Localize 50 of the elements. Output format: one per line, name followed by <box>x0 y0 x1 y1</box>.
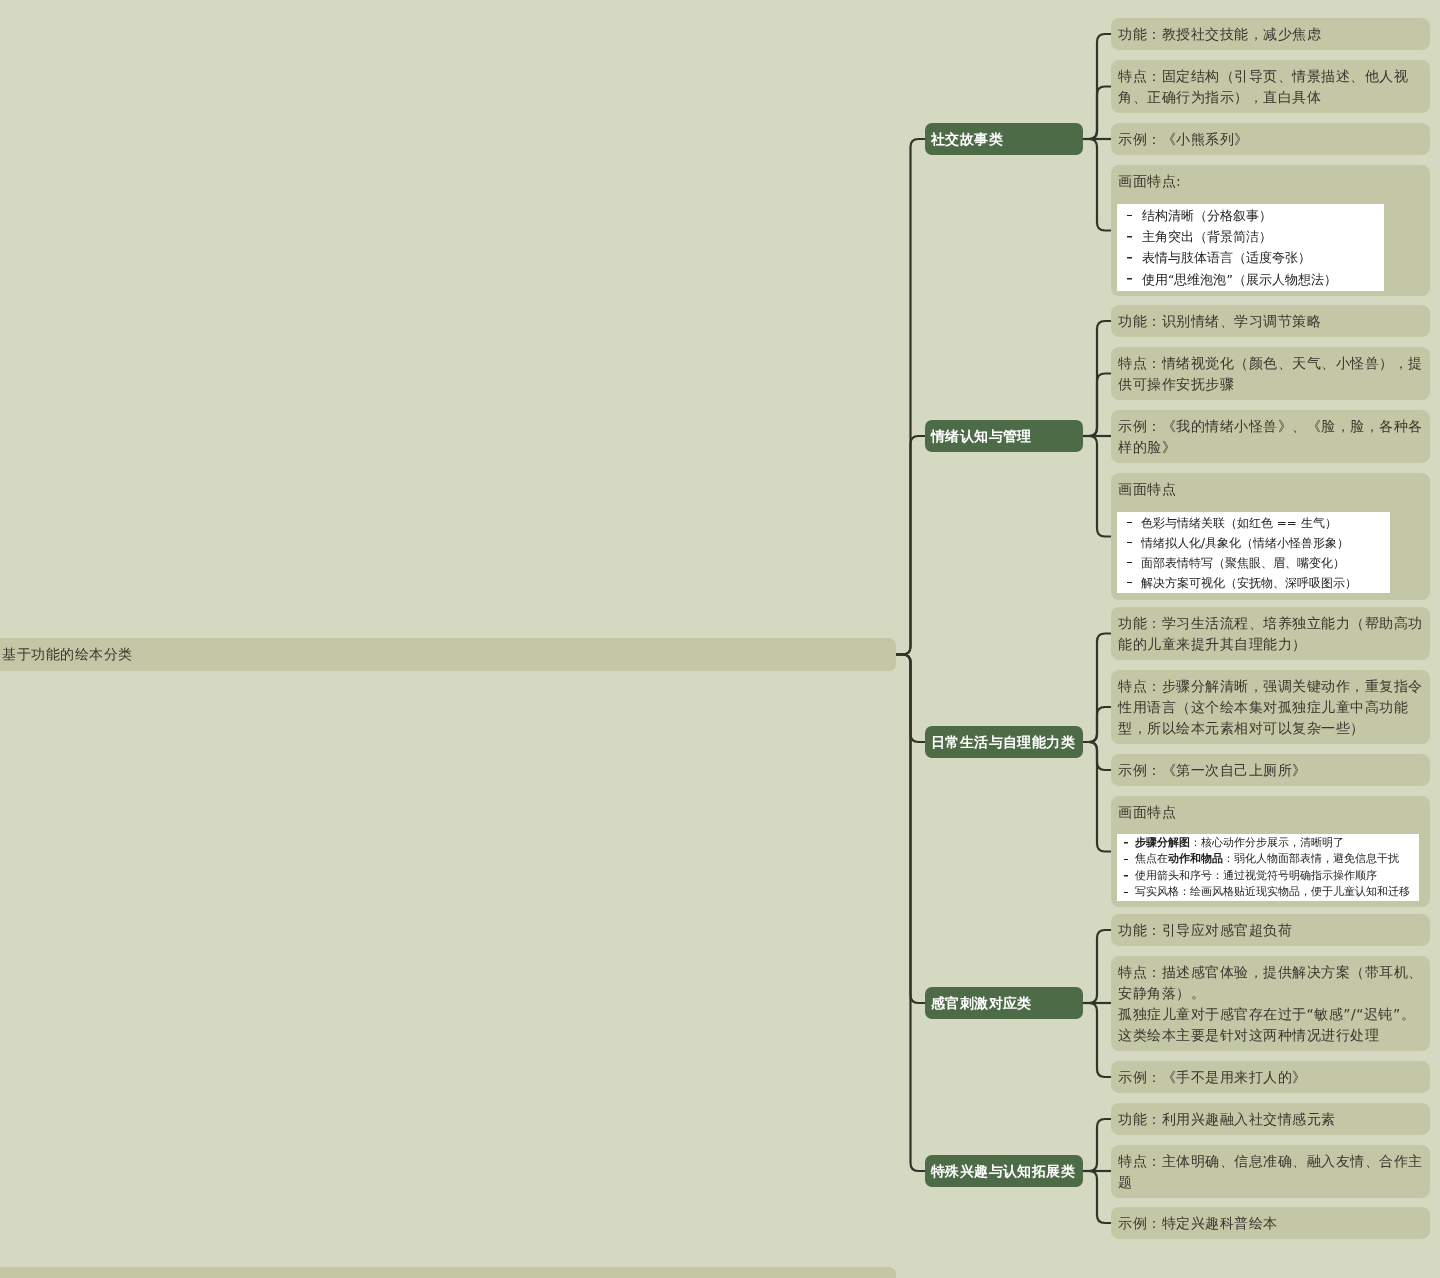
topic-box: 示例：《第一次自己上厕所》 <box>1111 754 1430 786</box>
list-panel <box>1117 204 1384 291</box>
topic-box: 示例：《我的情绪小怪兽》、《脸，脸，各种各样的脸》 <box>1111 410 1430 463</box>
topic-heading: 画面特点: <box>1118 171 1183 191</box>
category-box: 感官刺激对应类 <box>925 987 1083 1019</box>
list-item: 写实风格：绘画风格贴近现实物品，便于儿童认知和迁移 <box>1135 884 1410 900</box>
list-item: 使用“思维泡泡”（展示人物想法） <box>1142 270 1337 289</box>
category-box: 社交故事类 <box>925 123 1083 155</box>
topic-box: 功能：学习生活流程、培养独立能力（帮助高功能的儿童来提升其自理能力） <box>1111 607 1430 660</box>
topic-box: 特点：主体明确、信息准确、融入友情、合作主题 <box>1111 1145 1430 1198</box>
list-panel <box>1117 834 1419 901</box>
topic-box: 示例：《小熊系列》 <box>1111 123 1430 155</box>
list-item: 表情与肢体语言（适度夸张） <box>1142 249 1311 268</box>
topic-heading: 画面特点 <box>1118 802 1177 822</box>
list-item: 结构清晰（分格叙事） <box>1142 207 1272 225</box>
category-box: 特殊兴趣与认知拓展类 <box>925 1155 1083 1187</box>
topic-box: 示例：《手不是用来打人的》 <box>1111 1061 1430 1093</box>
topic-heading: 画面特点 <box>1118 479 1177 499</box>
list-item: 主角突出（背景简洁） <box>1142 228 1272 247</box>
list-item: 色彩与情绪关联（如红色 == 生气） <box>1141 514 1337 532</box>
topic-box <box>1111 796 1430 907</box>
topic-box: 特点：情绪视觉化（颜色、天气、小怪兽），提供可操作安抚步骤 <box>1111 347 1430 400</box>
paragraph: 特点：描述感官体验，提供解决方案（带耳机、安静角落）。 <box>1118 962 1424 1003</box>
connector-line <box>1083 1169 1111 1225</box>
topic-box: 功能：教授社交技能，减少焦虑 <box>1111 18 1430 50</box>
topic-box: 示例：特定兴趣科普绘本 <box>1111 1207 1430 1239</box>
list-item: 情绪拟人化/具象化（情绪小怪兽形象） <box>1141 534 1350 552</box>
connector-line <box>1083 740 1111 853</box>
topic-box: 功能：利用兴趣融入社交情感元素 <box>1111 1103 1430 1135</box>
root-topic-box: 基于功能的绘本分类 <box>0 638 896 671</box>
paragraph: 孤独症儿童对于感官存在过于“敏感”/“迟钝”。这类绘本主要是针对这两种情况进行处理 <box>1118 1004 1417 1045</box>
topic-box: 功能：引导应对感官超负荷 <box>1111 914 1430 946</box>
list-panel <box>1117 512 1390 593</box>
list-item: 步骤分解图：核心动作分步展示，清晰明了 <box>1135 834 1344 851</box>
list-item: 焦点在动作和物品：弱化人物面部表情，避免信息干扰 <box>1135 851 1399 867</box>
list-item: 面部表情特写（聚焦眼、眉、嘴变化） <box>1141 554 1345 572</box>
topic-box <box>1111 956 1430 1051</box>
connector-line <box>1083 137 1111 232</box>
topic-box: 特点：步骤分解清晰，强调关键动作，重复指令性用语言（这个绘本集对孤独症儿童中高功能型，所以绘本元素相对可以复杂一些） <box>1111 670 1430 744</box>
connector-line <box>1083 434 1111 538</box>
category-box: 情绪认知与管理 <box>925 420 1083 452</box>
category-box: 日常生活与自理能力类 <box>925 726 1083 758</box>
topic-box <box>1111 473 1430 600</box>
list-item: 使用箭头和序号：通过视觉符号明确指示操作顺序 <box>1135 867 1377 884</box>
topic-box: 功能：识别情绪、学习调节策略 <box>1111 305 1430 337</box>
list-item: 解决方案可视化（安抚物、深呼吸图示） <box>1141 574 1357 592</box>
connector-line <box>1083 1001 1111 1079</box>
branch-box <box>0 1267 896 1278</box>
topic-box <box>1111 165 1430 296</box>
topic-box: 特点：固定结构（引导页、情景描述、他人视角、正确行为指示），直白具体 <box>1111 60 1430 113</box>
